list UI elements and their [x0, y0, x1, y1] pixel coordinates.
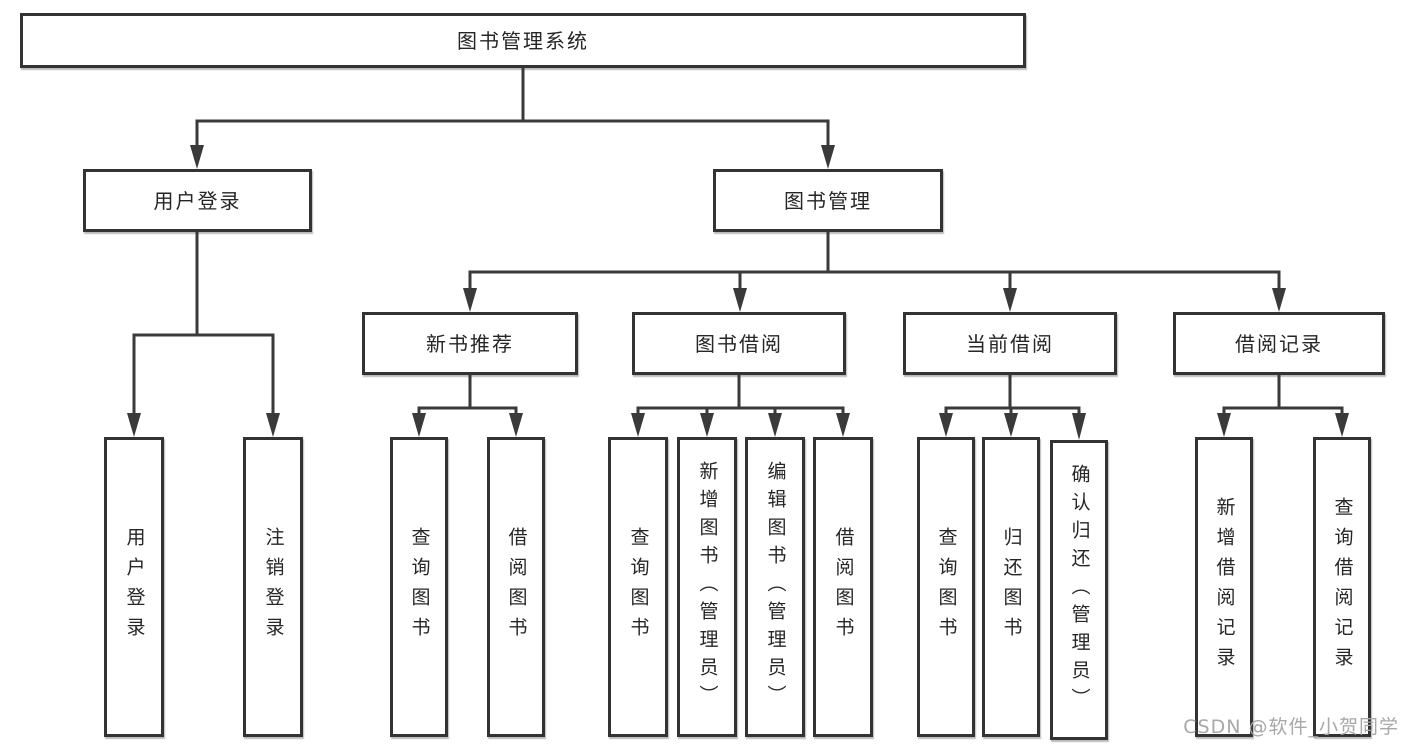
leaf-label: 编辑图书（管理员） — [764, 461, 787, 713]
leaf-label: 新增图书（管理员） — [696, 461, 719, 713]
node-book-management: 图书管理 — [713, 169, 943, 232]
node-label: 新书推荐 — [426, 331, 514, 356]
watermark-text: CSDN @软件_小贺同学 — [1183, 716, 1399, 738]
leaf-new-rec-borrow-book: 借阅图书 — [487, 437, 545, 737]
connector-root-to-level2 — [190, 68, 835, 169]
node-user-login: 用户登录 — [83, 169, 312, 232]
leaf-current-confirm-return-admin: 确认归还（管理员） — [1050, 440, 1108, 740]
leaf-records-query-record: 查询借阅记录 — [1313, 437, 1371, 737]
leaf-label: 借阅图书 — [505, 527, 528, 647]
node-current-borrow: 当前借阅 — [903, 312, 1117, 375]
leaf-label: 查询借阅记录 — [1331, 497, 1354, 677]
connector-book-borrow-children — [631, 375, 850, 437]
node-new-book-recommend: 新书推荐 — [362, 312, 578, 375]
leaf-borrow-borrow-book: 借阅图书 — [813, 437, 873, 737]
leaf-new-rec-query-book: 查询图书 — [390, 437, 448, 737]
node-label: 当前借阅 — [966, 331, 1054, 356]
connector-records-children — [1217, 375, 1349, 437]
node-label: 图书借阅 — [695, 331, 783, 356]
connector-user-login-children — [127, 232, 280, 437]
leaf-label: 查询图书 — [935, 527, 958, 647]
leaf-logout: 注销登录 — [243, 437, 303, 737]
leaf-user-login: 用户登录 — [104, 437, 164, 737]
leaf-label: 归还图书 — [1000, 527, 1023, 647]
leaf-label: 借阅图书 — [832, 527, 855, 647]
leaf-borrow-query-book: 查询图书 — [608, 437, 668, 737]
node-label: 借阅记录 — [1235, 331, 1323, 356]
connector-current-borrow-children — [939, 375, 1086, 440]
leaf-label: 确认归还（管理员） — [1068, 464, 1091, 716]
leaf-label: 查询图书 — [408, 527, 431, 647]
node-label: 用户登录 — [153, 188, 242, 213]
node-library-management-system: 图书管理系统 — [20, 13, 1026, 68]
leaf-borrow-edit-book-admin: 编辑图书（管理员） — [745, 437, 805, 737]
leaf-label: 注销登录 — [262, 527, 285, 647]
leaf-records-add-record: 新增借阅记录 — [1195, 437, 1253, 737]
connector-book-mgmt-to-level3 — [463, 232, 1286, 312]
node-label: 图书管理系统 — [457, 28, 589, 53]
node-borrow-records: 借阅记录 — [1173, 312, 1385, 375]
leaf-label: 查询图书 — [627, 527, 650, 647]
leaf-label: 新增借阅记录 — [1213, 497, 1236, 677]
leaf-current-return-book: 归还图书 — [982, 437, 1040, 737]
leaf-current-query-book: 查询图书 — [917, 437, 975, 737]
node-book-borrow: 图书借阅 — [632, 312, 846, 375]
leaf-label: 用户登录 — [123, 527, 146, 647]
connector-new-rec-children — [412, 375, 523, 437]
node-label: 图书管理 — [784, 188, 872, 213]
leaf-borrow-add-book-admin: 新增图书（管理员） — [677, 437, 737, 737]
